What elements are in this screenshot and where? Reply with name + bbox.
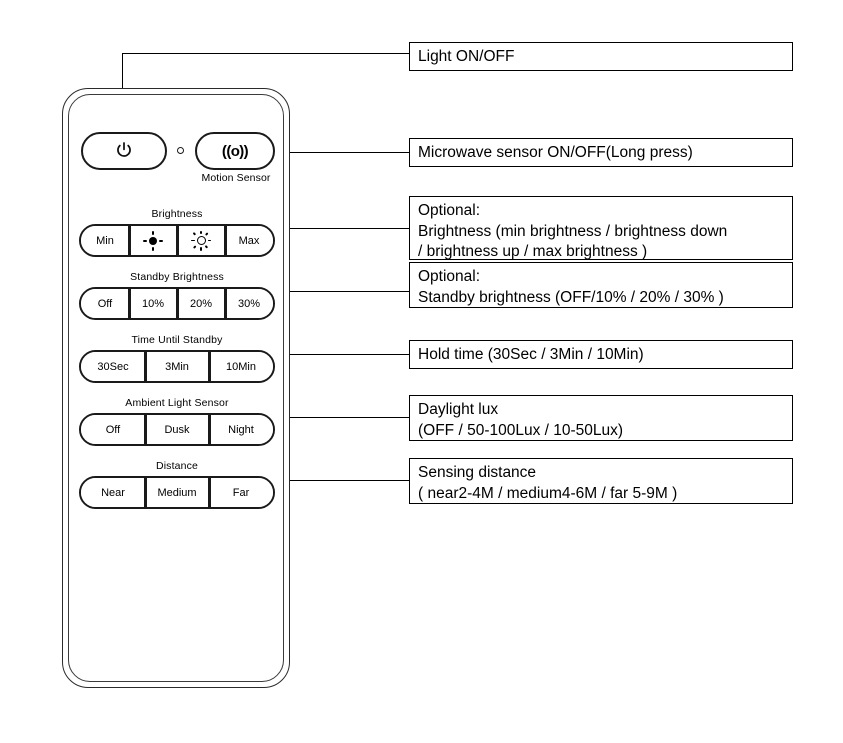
top-button-row: ((o)) Motion Sensor — [63, 132, 289, 192]
power-button[interactable] — [81, 132, 167, 170]
leader-line-hold-time — [290, 354, 410, 355]
button-label: 30Sec — [97, 360, 129, 373]
group-standby-brightness: Standby Brightness Off 10% 20% 30% — [79, 271, 275, 320]
group-distance: Distance Near Medium Far — [79, 460, 275, 509]
button-label: Max — [238, 234, 260, 247]
button-brightness-max[interactable]: Max — [224, 226, 273, 255]
button-distance-far[interactable]: Far — [208, 478, 273, 507]
motion-sensor-button[interactable]: ((o)) — [195, 132, 275, 170]
callout-sensing-distance: Sensing distance ( near2-4M / medium4-6M… — [409, 458, 793, 504]
power-icon — [117, 142, 131, 157]
button-row-time-until-standby: 30Sec 3Min 10Min — [79, 350, 275, 383]
button-row-distance: Near Medium Far — [79, 476, 275, 509]
group-ambient-light-sensor: Ambient Light Sensor Off Dusk Night — [79, 397, 275, 446]
motion-sensor-label: Motion Sensor — [201, 172, 271, 184]
button-standby-10[interactable]: 10% — [128, 289, 177, 318]
callout-hold-time: Hold time (30Sec / 3Min / 10Min) — [409, 340, 793, 369]
button-time-10min[interactable]: 10Min — [208, 352, 273, 381]
button-distance-medium[interactable]: Medium — [144, 478, 209, 507]
callout-standby-brightness: Optional: Standby brightness (OFF/10% / … — [409, 262, 793, 308]
button-brightness-up[interactable] — [176, 226, 225, 255]
button-brightness-min[interactable]: Min — [81, 226, 129, 255]
group-time-until-standby: Time Until Standby 30Sec 3Min 10Min — [79, 334, 275, 383]
button-label: 30% — [237, 297, 261, 310]
button-label: Far — [232, 486, 250, 499]
remote-control-body: ((o)) Motion Sensor Brightness Min — [62, 88, 290, 688]
button-label: Medium — [157, 486, 197, 499]
button-row-standby-brightness: Off 10% 20% 30% — [79, 287, 275, 320]
brightness-down-icon — [143, 230, 163, 251]
led-indicator — [177, 147, 184, 154]
leader-line-standby-brightness — [290, 291, 410, 292]
button-time-30sec[interactable]: 30Sec — [81, 352, 145, 381]
group-label-ambient-light-sensor: Ambient Light Sensor — [125, 397, 229, 409]
button-label: 3Min — [165, 360, 189, 373]
brightness-up-icon — [191, 230, 211, 251]
motion-sensor-icon: ((o)) — [221, 142, 249, 160]
button-ambient-off[interactable]: Off — [81, 415, 145, 444]
button-standby-30[interactable]: 30% — [224, 289, 273, 318]
leader-line-sensing-distance — [290, 480, 410, 481]
button-label: Near — [101, 486, 125, 499]
button-distance-near[interactable]: Near — [81, 478, 145, 507]
button-label: Night — [228, 423, 254, 436]
button-label: Off — [105, 423, 121, 436]
button-standby-off[interactable]: Off — [81, 289, 129, 318]
button-ambient-dusk[interactable]: Dusk — [144, 415, 209, 444]
callout-microwave-sensor: Microwave sensor ON/OFF(Long press) — [409, 138, 793, 167]
group-label-brightness: Brightness — [151, 208, 203, 220]
button-row-brightness: Min — [79, 224, 275, 257]
button-label: Off — [97, 297, 113, 310]
button-label: 10Min — [226, 360, 256, 373]
callout-brightness: Optional: Brightness (min brightness / b… — [409, 196, 793, 260]
button-label: 20% — [189, 297, 213, 310]
button-standby-20[interactable]: 20% — [176, 289, 225, 318]
leader-line-light-onoff-horizontal — [122, 53, 410, 54]
button-label: 10% — [141, 297, 165, 310]
button-brightness-down[interactable] — [128, 226, 177, 255]
callout-light-onoff: Light ON/OFF — [409, 42, 793, 71]
button-label: Min — [96, 234, 114, 247]
group-brightness: Brightness Min — [79, 208, 275, 257]
button-label: Dusk — [164, 423, 190, 436]
group-label-time-until-standby: Time Until Standby — [131, 334, 223, 346]
leader-line-daylight-lux — [290, 417, 410, 418]
remote-inner-frame — [68, 94, 284, 682]
group-label-distance: Distance — [155, 460, 199, 472]
button-ambient-night[interactable]: Night — [208, 415, 273, 444]
leader-line-microwave-sensor — [290, 152, 410, 153]
button-time-3min[interactable]: 3Min — [144, 352, 209, 381]
group-label-standby-brightness: Standby Brightness — [130, 271, 224, 283]
leader-line-brightness — [290, 228, 410, 229]
callout-daylight-lux: Daylight lux (OFF / 50-100Lux / 10-50Lux… — [409, 395, 793, 441]
button-row-ambient-light-sensor: Off Dusk Night — [79, 413, 275, 446]
